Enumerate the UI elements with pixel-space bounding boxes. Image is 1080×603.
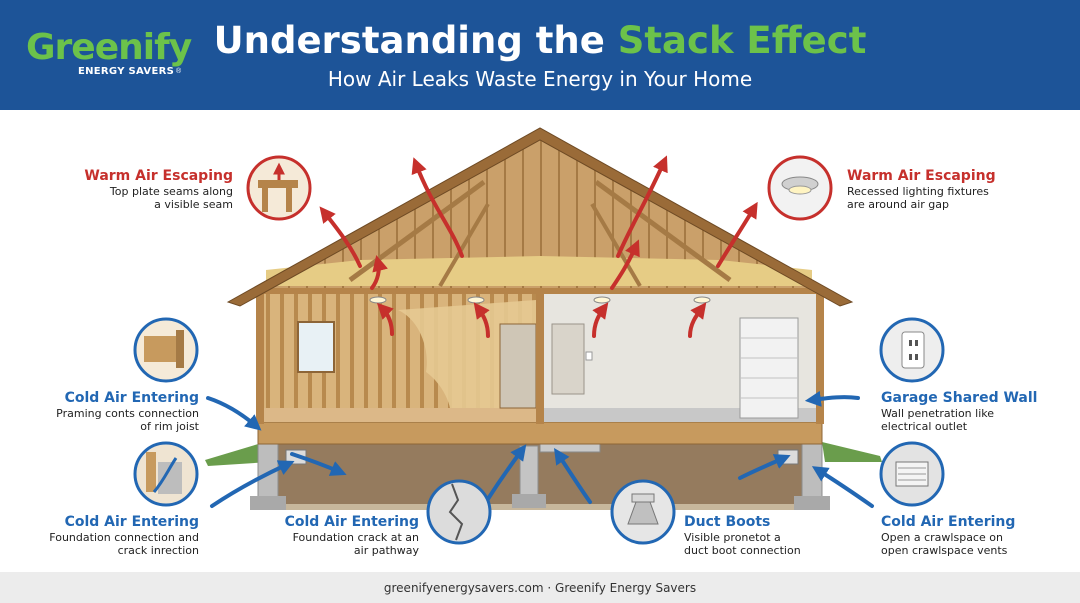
callout-title: Warm Air Escaping (847, 168, 996, 184)
callout-desc-line2: duct boot connection (684, 544, 801, 557)
recessed-light-icon (767, 155, 833, 221)
greenify-logo[interactable]: Greenify ENERGY SAVERS ® (26, 26, 196, 86)
duct-boot-icon (610, 479, 676, 545)
roof-and-attic (226, 127, 854, 307)
ceiling-lights (369, 296, 711, 304)
logo-tagline: ENERGY SAVERS (78, 66, 175, 77)
callout-desc-line2: electrical outlet (881, 420, 968, 433)
logo-wordmark: Greenify (26, 27, 192, 68)
header-banner: Greenify ENERGY SAVERS ® Understanding t… (0, 0, 1080, 110)
unfinished-room (262, 294, 540, 409)
callout-desc-line1: Foundation connection and (49, 531, 199, 544)
callout-desc-line1: Wall penetration like (881, 407, 995, 420)
callout-title: Duct Boots (684, 514, 771, 530)
electrical-outlet-icon (879, 317, 945, 383)
footer-company: Greenify Energy Savers (555, 581, 697, 595)
cold-air-arrows (206, 390, 874, 508)
callout-desc-line2: open crawlspace vents (881, 544, 1008, 557)
callout-desc-line2: a visible seam (154, 198, 233, 211)
callout-mid-right: Garage Shared Wall Wall penetration like… (881, 389, 1071, 433)
page-title: Understanding the Stack Effect (0, 18, 1080, 64)
callout-top-left: Warm Air Escaping Top plate seams along … (30, 167, 233, 211)
callout-title: Cold Air Entering (64, 514, 199, 530)
callout-title: Cold Air Entering (64, 390, 199, 406)
crawlspace-vent-icon (879, 441, 945, 507)
callout-mid-left: Cold Air Entering Praming conts connecti… (20, 389, 199, 433)
callout-desc-line1: Visible pronetot a (684, 531, 781, 544)
rim-joist-icon (133, 317, 199, 383)
callout-desc-line1: Open a crawlspace on (881, 531, 1003, 544)
callout-desc-line2: of rim joist (140, 420, 199, 433)
callout-bottom-center-left: Cold Air Entering Foundation crack at an… (250, 513, 419, 557)
callout-title: Garage Shared Wall (881, 390, 1038, 406)
top-plate-seam-icon (246, 155, 312, 221)
wall-framing (256, 286, 824, 424)
finished-room-and-garage (540, 294, 818, 419)
callout-bottom-left: Cold Air Entering Foundation connection … (20, 513, 199, 557)
callout-desc-line1: Top plate seams along (109, 185, 233, 198)
ground (205, 442, 882, 510)
callout-top-right: Warm Air Escaping Recessed lighting fixt… (847, 167, 1057, 211)
callout-desc-line1: Recessed lighting fixtures (847, 185, 989, 198)
page-subtitle: How Air Leaks Waste Energy in Your Home (327, 67, 753, 91)
callout-title: Cold Air Entering (284, 514, 419, 530)
logo-registered-mark: ® (176, 68, 182, 75)
title-accent: Stack Effect (617, 19, 867, 62)
callout-bottom-center-right: Duct Boots Visible pronetot a duct boot … (684, 513, 844, 557)
callout-title: Warm Air Escaping (84, 168, 233, 184)
callout-desc-line1: Praming conts connection (56, 407, 199, 420)
callout-desc-line1: Foundation crack at an (292, 531, 419, 544)
warm-air-arrows (319, 155, 758, 338)
foundation-connection-icon (133, 441, 199, 507)
callout-bottom-right: Cold Air Entering Open a crawlspace on o… (881, 513, 1071, 557)
footer-site-link[interactable]: greenifyenergysavers.com (383, 581, 544, 595)
callout-desc-line2: crack inrection (117, 544, 199, 557)
footer-separator: · (547, 581, 552, 595)
footer-text: greenifyenergysavers.com · Greenify Ener… (0, 581, 1080, 595)
callout-desc-line2: are around air gap (847, 198, 949, 211)
title-main: Understanding the (213, 19, 618, 62)
callout-title: Cold Air Entering (881, 514, 1016, 530)
footer-bar: greenifyenergysavers.com · Greenify Ener… (0, 572, 1080, 603)
foundation-crack-icon (426, 479, 492, 545)
callout-desc-line2: air pathway (353, 544, 419, 557)
house-cutaway-illustration (133, 127, 945, 545)
